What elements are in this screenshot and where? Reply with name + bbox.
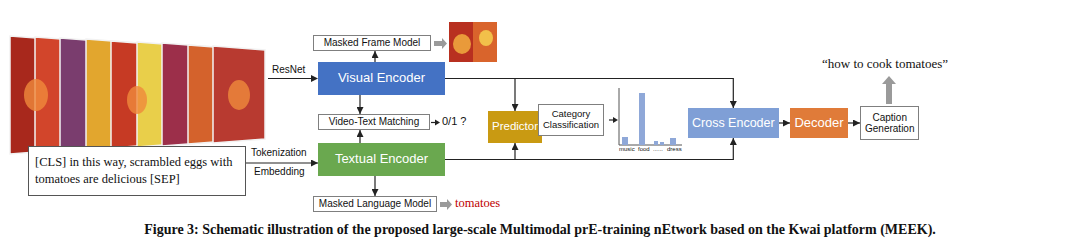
node-text: Category Classification	[543, 109, 599, 131]
objective-box: Video-Text Matching	[318, 114, 430, 130]
node-text: Video-Text Matching	[329, 116, 419, 128]
node-text: Visual Encoder	[338, 71, 425, 86]
chart-bar	[660, 142, 664, 145]
arrow-head	[613, 117, 618, 123]
module-label: ResNet	[272, 64, 305, 76]
video-frames	[10, 36, 265, 154]
food-spot	[228, 80, 250, 110]
gray-arrow	[882, 76, 896, 104]
frame-image-food	[453, 34, 471, 54]
generated-caption: “how to cook tomatoes”	[822, 57, 948, 72]
encoder-box: Visual Encoder	[318, 62, 445, 95]
node-text: Predictor	[492, 120, 538, 133]
masked-frame-image	[449, 22, 497, 62]
node-text: Textual Encoder	[335, 152, 428, 167]
video-frame	[213, 46, 265, 143]
frame-image-part	[473, 22, 497, 62]
connector	[779, 122, 790, 123]
chart-bar	[670, 138, 676, 145]
input-text-box: [CLS] in this way, scrambled eggs with t…	[28, 146, 246, 196]
chart-bar	[622, 137, 628, 145]
gray-arrow	[440, 199, 452, 210]
figure-caption: Figure 3: Schematic illustration of the …	[10, 222, 1070, 239]
objective-box: Masked Frame Model	[313, 35, 431, 51]
chart-bar	[654, 141, 658, 145]
decoder-box: Decoder	[790, 108, 848, 138]
arrow-head	[435, 120, 440, 126]
connector	[374, 176, 375, 196]
food-highlights	[24, 79, 250, 114]
food-spot	[24, 79, 48, 111]
connector	[246, 162, 318, 163]
chart-label: ......	[653, 146, 663, 153]
node-text: Masked Frame Model	[324, 37, 421, 49]
predictor-box: Predictor	[488, 111, 542, 143]
objective-box: Masked Language Model	[313, 196, 437, 212]
task-box: Category Classification	[538, 104, 604, 136]
connector	[848, 122, 860, 123]
gray-arrow	[434, 38, 447, 49]
encoder-box: Cross Encoder	[688, 108, 779, 138]
chart-bar	[639, 93, 645, 145]
node-text: Caption Generation	[865, 112, 914, 135]
node-text: Masked Language Model	[319, 198, 431, 210]
node-text: Decoder	[794, 116, 843, 131]
food-spot	[127, 86, 147, 114]
step-label: Embedding	[254, 166, 305, 178]
resnet-arrow	[268, 78, 311, 79]
predicted-word: tomatoes	[455, 196, 500, 210]
bar-chart	[619, 88, 682, 145]
step-label: Tokenization	[251, 147, 307, 159]
connector	[374, 51, 375, 62]
chart-label: music	[619, 146, 635, 153]
frame-image-food	[479, 30, 493, 46]
task-box: Caption Generation	[860, 106, 919, 140]
connector	[359, 95, 360, 114]
chart-label: food	[638, 146, 650, 153]
node-text: Cross Encoder	[692, 116, 775, 130]
chart-axis	[619, 88, 620, 145]
node-text: [CLS] in this way, scrambled eggs with t…	[35, 154, 239, 188]
encoder-box: Textual Encoder	[318, 143, 445, 176]
connector	[359, 130, 360, 143]
chart-label: dress	[667, 146, 682, 153]
connector	[445, 79, 515, 112]
frame-image	[449, 22, 497, 62]
matching-arrow	[431, 122, 435, 123]
output-label: 0/1 ?	[442, 115, 466, 128]
category-arrow	[609, 119, 613, 120]
connector	[445, 143, 515, 160]
arrow-head	[311, 75, 318, 82]
